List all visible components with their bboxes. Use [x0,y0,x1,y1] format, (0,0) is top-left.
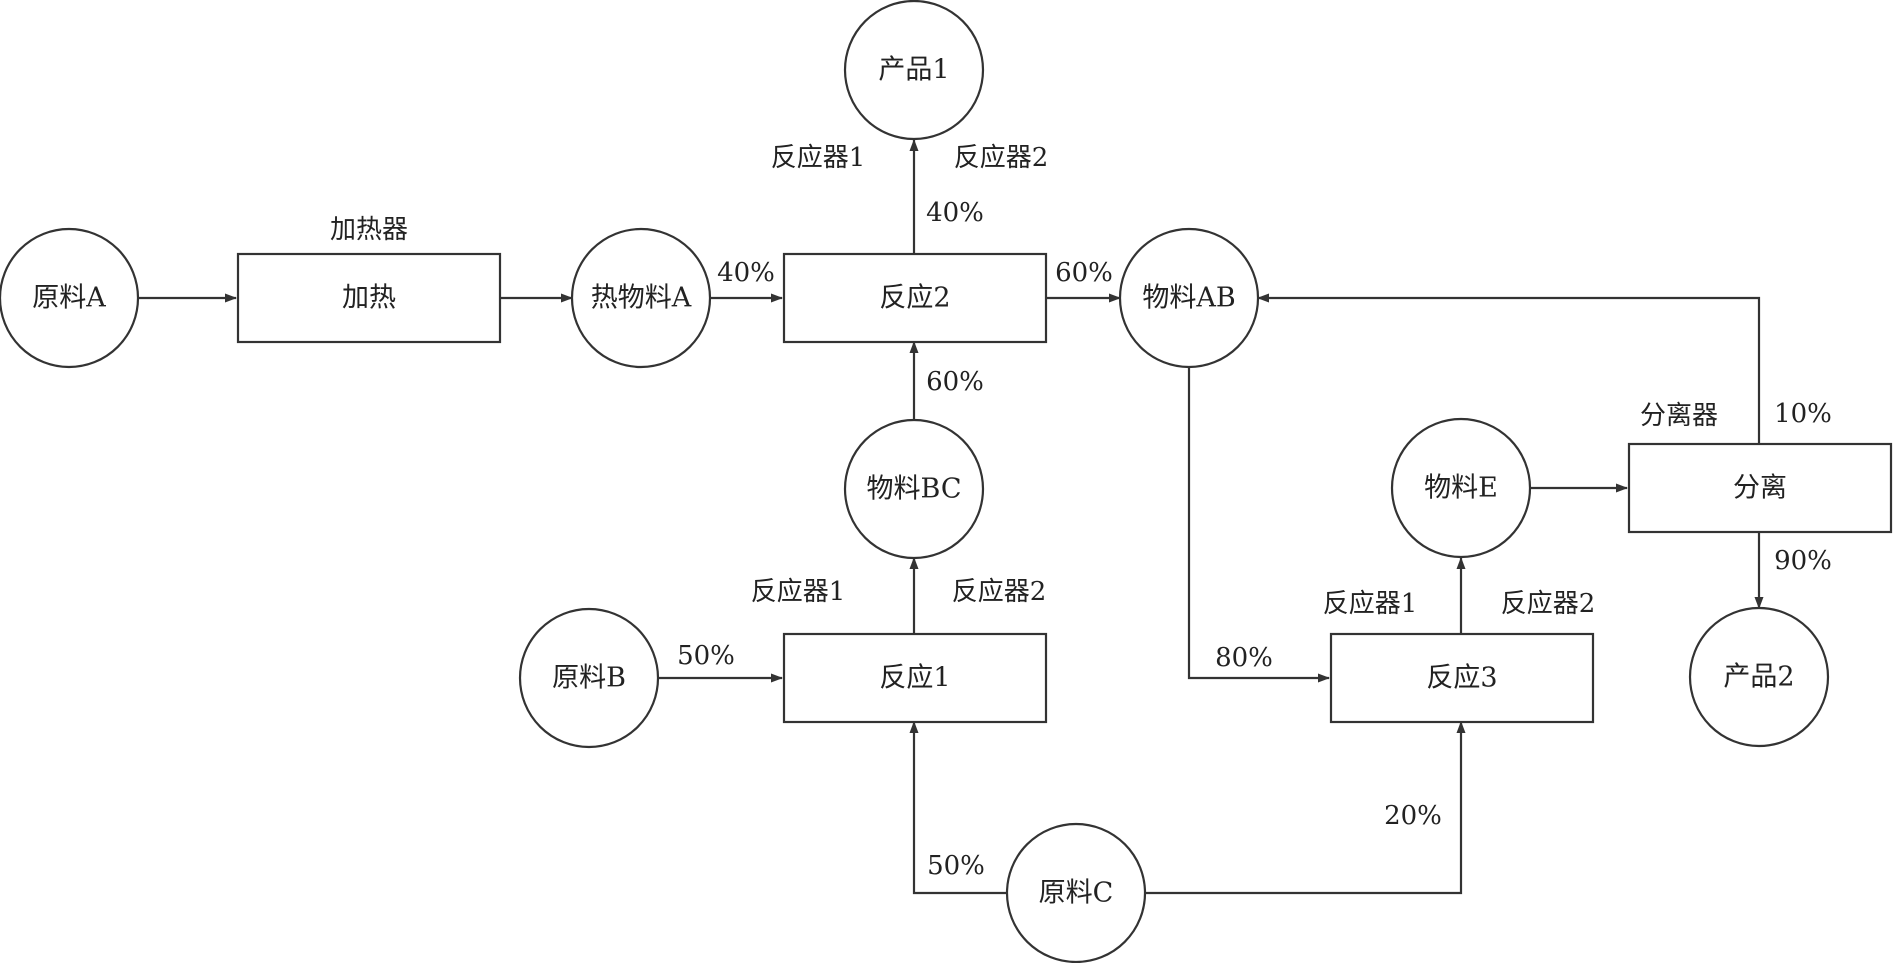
flow-separate-to-mat-ab-pct: 10% [1774,399,1832,429]
flow-mat-ab-to-react3-pct: 80% [1215,643,1273,673]
node-heat-box [236,252,502,344]
flow-separate-to-prod2-pct: 90% [1774,546,1832,576]
node-raw-b-label: 原料B [552,663,626,694]
flow-mat-bc-to-react2-pct: 60% [926,367,984,397]
node-raw-b-circle [518,607,660,749]
flow-react2-to-mat-ab-pct: 60% [1055,258,1113,288]
edge-mat-ab-to-react3 [1187,366,1330,683]
node-prod2-circle [1688,606,1830,748]
react3-reactor2-label: 反应器2 [1501,589,1596,619]
separator-label: 分离器 [1640,401,1718,431]
react1-reactor1-label: 反应器1 [751,577,846,607]
node-prod1-label: 产品1 [878,55,949,86]
edge-raw-c-to-react3 [1145,721,1466,895]
heater-label: 加热器 [330,215,408,245]
node-hot-a-circle [570,227,712,369]
node-prod1-circle [843,0,985,141]
node-mat-e-circle [1390,417,1532,559]
edge-separate-to-mat-ab [1257,293,1761,444]
flow-raw-c-to-react3-pct: 20% [1384,801,1442,831]
react2-reactor2-label: 反应器2 [954,143,1049,173]
node-mat-ab-label: 物料AB [1142,283,1235,314]
node-mat-ab-circle [1118,227,1260,369]
node-mat-bc-label: 物料BC [866,474,961,505]
node-heat-label: 加热 [342,283,396,314]
node-raw-a-label: 原料A [32,283,106,314]
react3-reactor1-label: 反应器1 [1323,589,1418,619]
node-raw-c-label: 原料C [1039,878,1114,909]
node-mat-bc-circle [843,418,985,560]
node-hot-a-label: 热物料A [591,283,692,314]
node-raw-a-circle [0,227,140,369]
react2-reactor1-label: 反应器1 [771,143,866,173]
node-react1-label: 反应1 [879,663,950,694]
node-react3-box [1329,632,1595,724]
edge-raw-c-to-react1 [909,721,1008,895]
node-separate-label: 分离 [1733,473,1787,504]
node-react2-box [782,252,1048,344]
react1-reactor2-label: 反应器2 [952,577,1047,607]
flow-react2-to-prod1-pct: 40% [926,198,984,228]
flow-raw-c-to-react1-pct: 50% [927,851,985,881]
node-mat-e-label: 物料E [1424,473,1498,504]
flow-raw-b-to-react1-pct: 50% [677,641,735,671]
flow-hot-a-to-react2-pct: 40% [717,258,775,288]
node-prod2-label: 产品2 [1723,662,1794,693]
node-separate-box [1627,442,1893,534]
node-raw-c-circle [1005,822,1147,963]
node-react3-label: 反应3 [1426,663,1497,694]
node-react1-box [782,632,1048,724]
node-react2-label: 反应2 [879,283,950,314]
